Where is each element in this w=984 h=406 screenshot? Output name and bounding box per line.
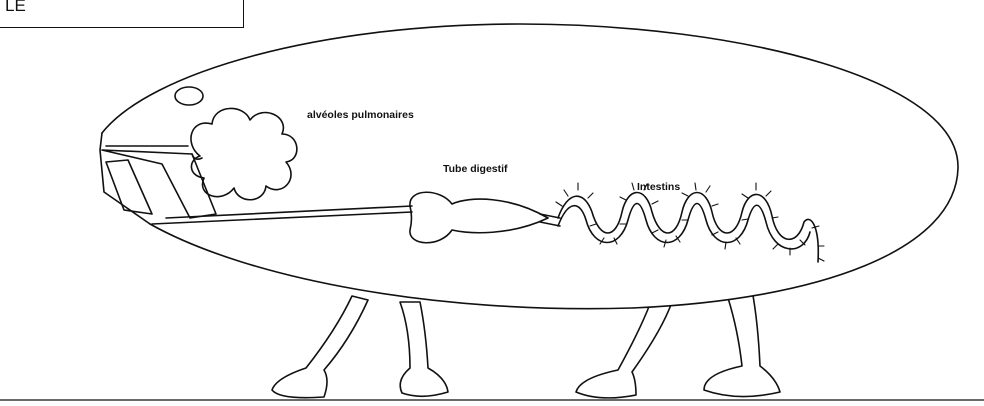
label-tube-digestif: Tube digestif [443,163,508,175]
front-leg-left [272,296,368,398]
front-leg-right [400,302,448,396]
label-alveoles: alvéoles pulmonaires [307,109,414,121]
hind-leg-left [576,302,672,398]
label-intestins: Intestins [637,181,680,193]
title-box: LE [0,0,244,28]
hind-leg-right [704,290,780,397]
body-outline [102,24,958,309]
